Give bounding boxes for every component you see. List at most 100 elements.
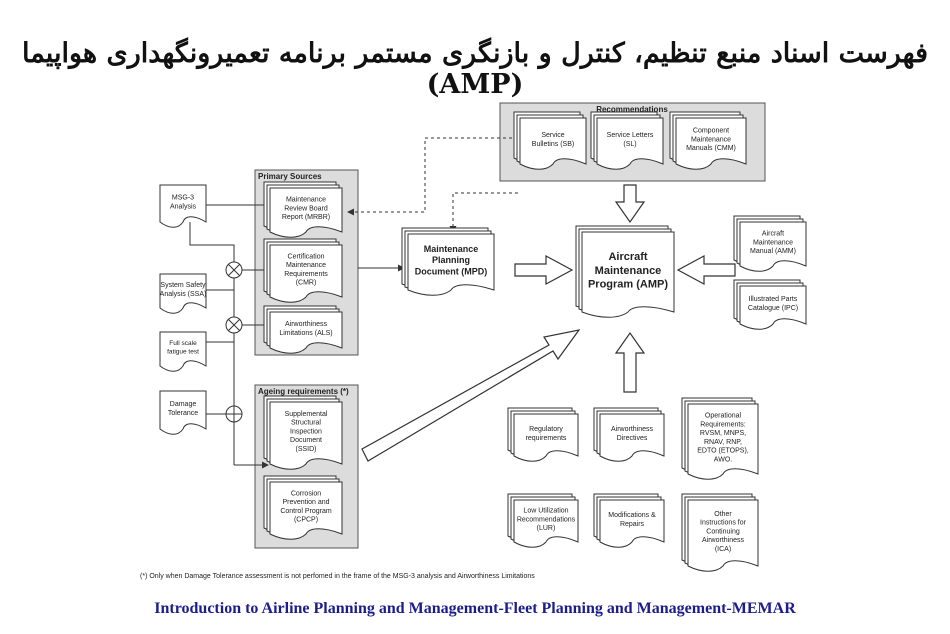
document-sheet: [739, 285, 807, 330]
document-label-line: (SL): [623, 141, 636, 148]
document-sheet: [675, 117, 747, 170]
document-sheet: [159, 331, 207, 372]
arrow-manuals-to-amp: [676, 254, 736, 286]
document-label-line: Operational: [705, 413, 742, 420]
document-label-line: (SSID): [296, 446, 317, 453]
document-label-line: Illustrated Parts: [749, 296, 798, 303]
document-sheet: [596, 117, 664, 170]
document-label-line: Inspection: [290, 428, 322, 435]
document-label-line: Analysis: [170, 203, 197, 210]
document-label-line: Tolerance: [168, 410, 198, 417]
document-label-line: Airworthiness: [702, 537, 745, 544]
document-label-line: Other: [714, 511, 732, 518]
document-label-line: System Safety: [160, 282, 206, 289]
recommendations-group-label: Recommendations: [596, 105, 668, 114]
doc-ssid: SupplementalStructuralInspectionDocument…: [263, 395, 343, 470]
junction-plus: [225, 405, 243, 423]
document-label-line: MSG-3: [172, 195, 194, 202]
document-label-line: Review Board: [284, 205, 328, 212]
document-sheet: [687, 499, 759, 572]
document-sheet: [159, 390, 207, 435]
document-label-line: Manual (AMM): [750, 248, 796, 255]
document-label-line: Instructions for: [700, 520, 747, 527]
document-label-line: Regulatory: [529, 426, 563, 433]
document-label-line: Aircraft: [762, 231, 784, 238]
document-label-line: Directives: [617, 435, 648, 442]
document-sheet: [513, 499, 579, 548]
footer-caption: Introduction to Airline Planning and Man…: [154, 600, 796, 617]
document-sheet: [599, 413, 665, 462]
document-label-line: Prevention and: [282, 499, 329, 506]
document-sheet: [687, 403, 759, 480]
arrow-ageing-to-amp: [361, 329, 581, 462]
document-label-line: Component: [693, 128, 729, 135]
document-label-line: (CPCP): [294, 517, 318, 524]
document-label-line: Analysis (SSA): [160, 291, 207, 298]
document-label-line: Continuing: [706, 528, 740, 535]
document-label-line: (ICA): [715, 546, 731, 553]
document-label-line: Maintenance: [424, 244, 479, 254]
document-sheet: [581, 231, 675, 318]
document-sheet: [269, 481, 343, 540]
document-label-line: Supplemental: [285, 411, 328, 418]
document-label-line: Document: [290, 437, 322, 444]
document-label-line: Maintenance: [286, 197, 326, 204]
document-sheet: [407, 233, 495, 296]
document-sheet: [513, 413, 579, 462]
doc-modifications-repairs: Modifications & Repairs: [593, 493, 665, 548]
document-label-line: Requirements:: [700, 421, 746, 428]
document-label-line: Manuals (CMM): [686, 145, 736, 152]
document-sheet: [519, 117, 587, 170]
document-label-line: Service: [541, 132, 564, 139]
document-label-line: Low Utilization: [523, 508, 568, 515]
document-label-line: requirements: [526, 435, 567, 442]
document-label-line: Program (AMP): [588, 279, 668, 291]
document-label-line: RVSM, MNPS,: [700, 430, 746, 437]
document-label-line: (CMR): [296, 280, 317, 287]
document-sheet: [739, 221, 807, 272]
ageing-requirements-group-label: Ageing requirements (*): [258, 387, 349, 396]
document-label-line: EDTO (ETOPS),: [697, 448, 749, 455]
document-label-line: Control Program: [280, 508, 332, 515]
document-label-line: Structural: [291, 420, 321, 427]
document-sheet: [159, 184, 207, 228]
document-label-line: Repairs: [620, 521, 645, 528]
document-label-line: Airworthiness: [285, 321, 328, 328]
document-label-line: Maintenance: [286, 262, 326, 269]
document-label-line: Planning: [432, 255, 470, 265]
document-label-line: Certification: [288, 253, 325, 260]
connectors: [189, 137, 518, 469]
document-label-line: Maintenance: [753, 239, 793, 246]
document-sheet: [269, 187, 343, 238]
document-label-line: Modifications &: [608, 512, 656, 519]
document-sheet: [269, 244, 343, 303]
document-label-line: Catalogue (IPC): [748, 305, 798, 312]
primary-sources-group-label: Primary Sources: [258, 172, 322, 181]
document-label-line: Service Letters: [607, 132, 654, 139]
document-label-line: RNAV, RNP,: [704, 439, 742, 446]
page-title: فهرست اسناد منبع تنظیم، کنترل و بازنگری …: [21, 38, 929, 100]
document-label-line: Corrosion: [291, 490, 321, 497]
document-label-line: fatigue test: [167, 348, 199, 355]
doc-cmr: CertificationMaintenanceRequirements(CMR…: [263, 238, 343, 303]
arrow-requirements-to-amp: [614, 331, 646, 393]
document-sheet: [599, 499, 665, 548]
document-label-line: Damage: [170, 401, 197, 408]
document-label-line: Limitations (ALS): [279, 330, 332, 337]
